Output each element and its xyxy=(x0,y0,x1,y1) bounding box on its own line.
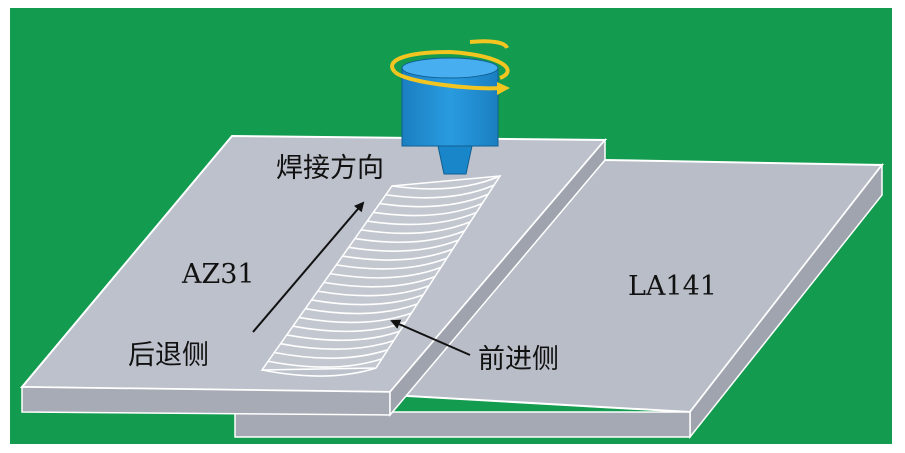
weld-ripple xyxy=(391,175,501,190)
right-plate xyxy=(234,158,885,440)
weld-ripple xyxy=(286,330,400,342)
weld-ripple xyxy=(305,303,418,315)
weld-ripple xyxy=(261,367,377,377)
weld-ripple xyxy=(323,275,436,288)
weld-ripple xyxy=(379,193,489,208)
rotation-arrow-icon xyxy=(390,39,510,95)
weld-ripple xyxy=(367,211,477,226)
weld-seam xyxy=(260,175,502,377)
weld-ripple xyxy=(299,312,412,324)
weld-ripple xyxy=(311,294,424,306)
weld-ripple xyxy=(360,220,471,235)
weld-ripple xyxy=(342,248,454,261)
weld-ripple xyxy=(274,348,389,359)
weld-ripple xyxy=(348,239,459,252)
weld-ripple xyxy=(280,339,394,351)
welding-direction-label: 焊接方向 xyxy=(276,153,384,184)
left-plate-label: AZ31 xyxy=(181,259,255,290)
weld-ripple xyxy=(336,257,448,270)
advancing-side-arrow xyxy=(390,319,471,356)
advancing-side-label: 前进侧 xyxy=(478,344,559,375)
weld-ripple xyxy=(385,184,495,199)
weld-ripple xyxy=(317,284,430,297)
right-plate-label: LA141 xyxy=(628,271,717,302)
weld-ripple xyxy=(268,358,383,368)
retreating-side-label: 后退侧 xyxy=(128,340,209,371)
weld-ripple xyxy=(329,266,442,279)
weld-ripple xyxy=(354,230,465,244)
welding-direction-arrow xyxy=(252,201,365,333)
weld-ripple xyxy=(373,202,483,217)
